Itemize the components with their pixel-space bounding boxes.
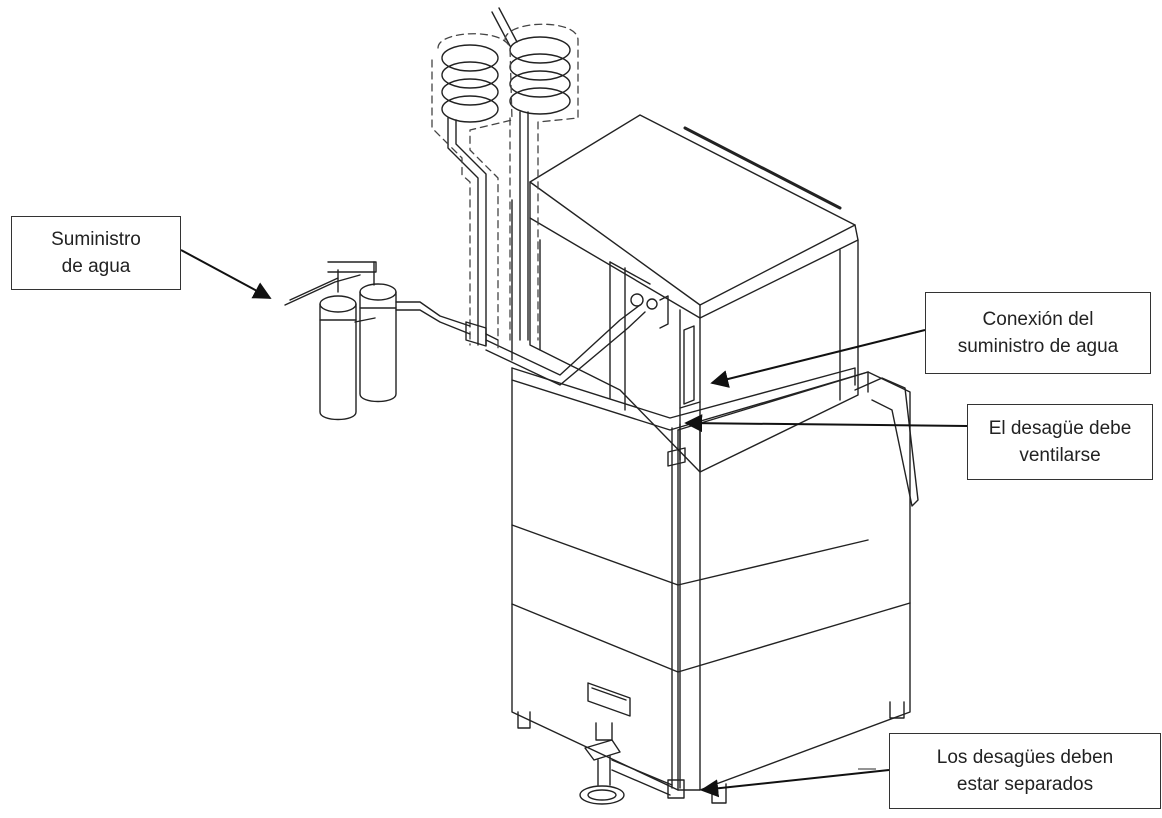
callout-water-connection: Conexión del suministro de agua <box>925 292 1151 374</box>
callout-drains-separate: Los desagües deben estar separados <box>889 733 1161 809</box>
callout-drain-vent: El desagüe debe ventilarse <box>967 404 1153 480</box>
arrow-water-connection <box>710 329 926 388</box>
callout-water-supply: Suministro de agua <box>11 216 181 290</box>
coil-insulation <box>431 23 579 351</box>
callout-drains-separate-line1: Los desagües deben <box>936 747 1114 768</box>
storage-bin <box>511 367 919 804</box>
callout-water-supply-line1: Suministro <box>51 229 141 250</box>
water-filter-assembly <box>284 261 499 421</box>
callout-water-supply-line2: de agua <box>61 256 131 277</box>
callout-water-connection-line1: Conexión del <box>982 309 1094 330</box>
callout-drains-separate-line2: estar separados <box>956 774 1094 795</box>
arrow-drain-vent <box>684 414 968 433</box>
arrow-drains-separate <box>700 769 890 798</box>
callout-drain-vent-line2: ventilarse <box>1019 445 1101 466</box>
arrow-water-supply <box>180 249 272 299</box>
callout-water-connection-line2: suministro de agua <box>957 336 1119 357</box>
callout-drain-vent-line1: El desagüe debe <box>988 418 1132 439</box>
floor-drain <box>579 722 685 805</box>
coiled-tubing <box>441 7 646 386</box>
ice-machine-head <box>511 114 859 473</box>
